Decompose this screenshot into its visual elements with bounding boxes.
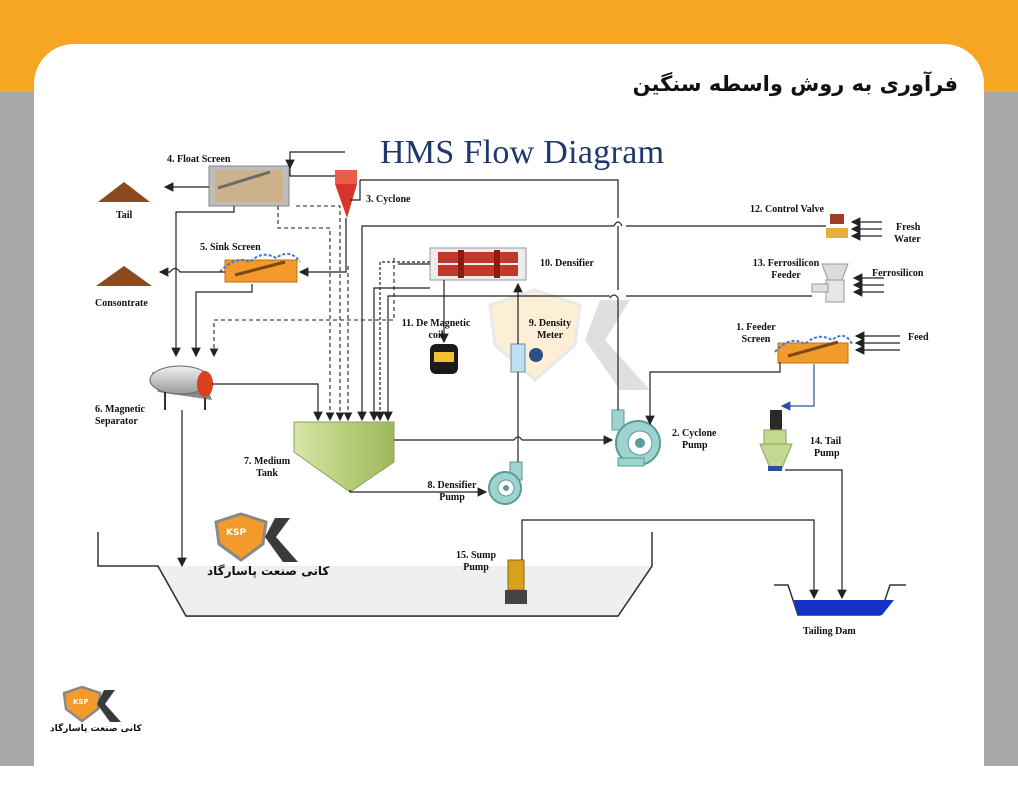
label-densifier: 10. Densifier xyxy=(540,258,594,269)
ferrosilicon-feeder-icon xyxy=(811,263,849,303)
logo-text-footer: KSP xyxy=(73,698,89,706)
label-feed: Feed xyxy=(908,332,929,343)
label-de-magnetic-a: 11. De Magnetic xyxy=(401,318,471,329)
label-ferrosilicon-feeder-b: Feeder xyxy=(771,270,801,281)
label-density-meter-b: Meter xyxy=(536,330,564,341)
label-sump-pump-a: 15. Sump xyxy=(455,550,496,561)
label-feeder-screen-b: Screen xyxy=(741,334,771,345)
label-consontrate: Consontrate xyxy=(95,298,148,309)
label-de-magnetic-b: coil xyxy=(428,330,444,341)
tail-pile-icon xyxy=(98,182,150,202)
label-sump-pump-b: Pump xyxy=(463,562,489,573)
label-tail: Tail xyxy=(116,210,133,221)
label-water: Water xyxy=(894,234,921,245)
control-valve-icon xyxy=(826,214,848,238)
cyclone-pump-icon xyxy=(611,409,661,467)
label-cyclone: 3. Cyclone xyxy=(366,194,411,205)
cyclone-icon xyxy=(335,170,357,218)
company-name-footer: کانی صنعت پاسارگاد xyxy=(50,724,142,734)
logo-text-main: KSP xyxy=(226,528,247,538)
sump-pump-icon xyxy=(505,559,527,604)
label-densifier-pump-b: Pump xyxy=(439,492,465,503)
de-magnetic-coil-icon xyxy=(430,344,458,374)
densifier-pump-icon xyxy=(488,461,523,505)
label-fresh: Fresh xyxy=(896,222,921,233)
sump-pit xyxy=(97,532,653,617)
label-tailing-dam: Tailing Dam xyxy=(803,626,856,637)
brand-logo-footer-icon xyxy=(62,685,121,723)
diagram-title: HMS Flow Diagram xyxy=(380,134,665,171)
persian-page-title: فرآوری به روش واسطه سنگین xyxy=(632,72,958,96)
label-sink-screen: 5. Sink Screen xyxy=(200,242,261,253)
bottom-strip xyxy=(0,766,1018,800)
left-side-bar xyxy=(0,92,38,800)
label-cyclone-pump-b: Pump xyxy=(682,440,708,451)
tail-pump-icon xyxy=(759,410,793,471)
medium-tank-icon xyxy=(293,421,395,493)
label-magnetic-separator-a: 6. Magnetic xyxy=(95,404,145,415)
density-meter-icon xyxy=(510,343,543,373)
concentrate-pile-icon xyxy=(96,266,152,286)
label-cyclone-pump-a: 2. Cyclone xyxy=(672,428,717,439)
sink-screen-icon xyxy=(219,252,301,283)
company-name-main: کانی صنعت پاسارگاد xyxy=(207,564,330,578)
label-feeder-screen-a: 1. Feeder xyxy=(736,322,776,333)
dashed-flow-lines xyxy=(209,205,395,422)
right-side-bar xyxy=(980,92,1018,800)
tailing-dam-icon xyxy=(774,584,906,616)
magnetic-separator-icon xyxy=(149,365,213,410)
brand-logo-main-icon xyxy=(214,512,298,562)
label-control-valve: 12. Control Valve xyxy=(750,204,824,215)
label-density-meter-a: 9. Density xyxy=(528,318,572,329)
label-ferrosilicon-feeder-a: 13. Ferrosilicon xyxy=(752,258,820,269)
flow-lines xyxy=(158,151,900,600)
feeder-screen-icon xyxy=(774,334,853,364)
densifier-icon xyxy=(429,247,527,281)
label-medium-tank-b: Tank xyxy=(256,468,278,479)
float-screen-icon xyxy=(208,165,290,207)
label-tail-pump-a: 14. Tail xyxy=(810,436,842,447)
label-ferrosilicon: Ferrosilicon xyxy=(872,268,924,279)
label-tail-pump-b: Pump xyxy=(814,448,840,459)
label-float-screen: 4. Float Screen xyxy=(167,154,231,165)
slide-card xyxy=(34,44,984,766)
label-medium-tank-a: 7. Medium xyxy=(243,456,291,467)
label-densifier-pump-a: 8. Densifier xyxy=(427,480,477,491)
label-magnetic-separator-b: Separator xyxy=(95,416,138,427)
